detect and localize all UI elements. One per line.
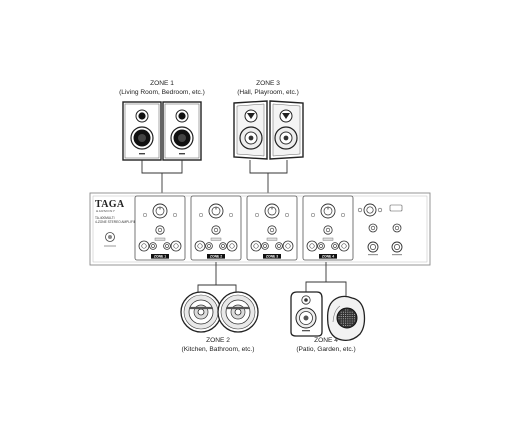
channel-module-3: ZONE 3 [246,195,298,261]
zone2-speaker-right [217,291,259,333]
amplifier-unit: TAGA HARMONY TA-400MULTI 4-ZONE STEREO A… [89,192,431,266]
zone4-wiring [305,262,347,296]
channel-tag [207,254,225,259]
zone2-caption: ZONE 2 (Kitchen, Bathroom, etc.) [138,337,298,354]
rock-speaker-grille [338,309,355,326]
zone4-subtitle: (Patio, Garden, etc.) [296,345,356,353]
zone3-subtitle: (Hall, Playroom, etc.) [237,88,299,96]
master-section [357,203,403,256]
channel-module-4: ZONE 4 [302,195,354,261]
channel-tag-label: ZONE 2 [210,255,222,259]
zone3-wiring [249,160,288,194]
amp-model: TA-400MULTI [95,216,115,220]
channel-module-2: ZONE 2 [190,195,242,261]
zone3-speaker-right [269,100,304,160]
zone3-speaker-left [233,100,268,160]
zone2-speaker-left [180,291,222,333]
channel-tag [263,254,281,259]
zone2-wiring [197,262,237,297]
zone1-speaker-left [122,101,162,161]
zone3-caption: ZONE 3 (Hall, Playroom, etc.) [188,80,348,97]
zone1-wiring [141,160,183,194]
taga-logo: TAGA HARMONY [95,199,125,213]
channel-tag-label: ZONE 1 [154,255,166,259]
amp-description: 4-ZONE STEREO AMPLIFIER [95,220,139,224]
zone4-rock-speaker [326,295,366,342]
zone3-title: ZONE 3 [256,80,280,87]
zone4-title: ZONE 4 [314,337,338,344]
brand-logo-text: TAGA [95,199,125,210]
channel-tag-label: ZONE 3 [266,255,278,259]
zone1-speaker-right [162,101,202,161]
channel-modules: ZONE 1 ZONE 2 ZONE 3 ZONE 4 [134,195,354,261]
zone1-title: ZONE 1 [150,80,174,87]
power-switch [104,232,116,247]
zone2-title: ZONE 2 [206,337,230,344]
zone3-speaker-pair [233,100,304,160]
zone2-speaker-pair [180,291,259,333]
channel-tag [151,254,169,259]
channel-tag-label: ZONE 4 [322,255,334,259]
zone4-caption: ZONE 4 (Patio, Garden, etc.) [246,337,406,354]
zone1-subtitle: (Living Room, Bedroom, etc.) [119,88,205,96]
channel-tag [319,254,337,259]
zone4-speaker-pair [290,291,366,342]
channel-module-1: ZONE 1 [134,195,186,261]
brand-logo-subtext: HARMONY [96,209,116,213]
zone1-caption: ZONE 1 (Living Room, Bedroom, etc.) [82,80,242,97]
zone1-speaker-pair [122,101,202,161]
zone4-outdoor-speaker [290,291,323,337]
zone2-subtitle: (Kitchen, Bathroom, etc.) [181,345,255,353]
